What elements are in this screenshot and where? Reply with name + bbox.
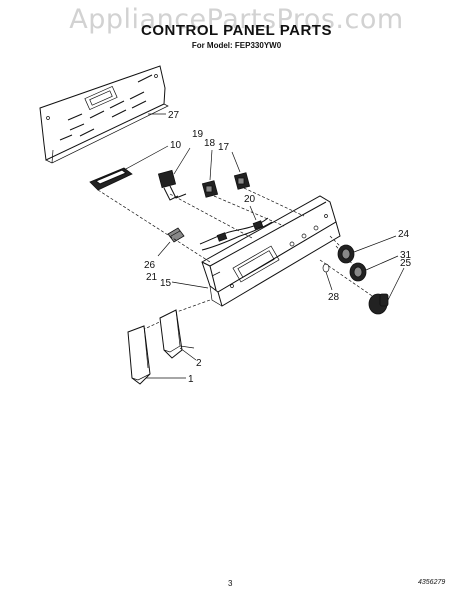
callout-27: 27 bbox=[168, 110, 180, 121]
part-20-wire-harness[interactable] bbox=[199, 205, 273, 251]
part-31-knob-bezel[interactable] bbox=[349, 255, 399, 282]
part-26-clip[interactable] bbox=[157, 227, 185, 257]
part-17-switch[interactable] bbox=[231, 151, 251, 190]
page-number: 3 bbox=[228, 579, 233, 588]
callout-2: 2 bbox=[196, 358, 202, 369]
part-19-relay[interactable] bbox=[157, 147, 191, 201]
callout-19: 19 bbox=[192, 129, 204, 140]
diagram-title: CONTROL PANEL PARTS bbox=[141, 22, 332, 39]
part-2-end-cap[interactable] bbox=[159, 309, 197, 361]
callout-17: 17 bbox=[218, 142, 230, 153]
callout-1: 1 bbox=[188, 374, 194, 385]
callout-15: 15 bbox=[160, 278, 172, 289]
callout-24: 24 bbox=[398, 229, 410, 240]
callout-18: 18 bbox=[204, 138, 216, 149]
callout-26: 26 bbox=[144, 260, 156, 271]
part-15-control-panel[interactable] bbox=[201, 195, 341, 307]
part-24-knob-bezel[interactable] bbox=[337, 235, 397, 264]
part-28-clip[interactable] bbox=[322, 263, 333, 291]
callout-21: 21 bbox=[146, 272, 158, 283]
document-number: 4356279 bbox=[418, 579, 446, 586]
callout-31: 31 bbox=[400, 250, 412, 261]
part-10-display-window[interactable] bbox=[89, 167, 133, 191]
callout-10: 10 bbox=[170, 140, 182, 151]
part-27-backplate[interactable] bbox=[39, 65, 169, 164]
part-25-control-knob[interactable] bbox=[368, 267, 405, 315]
callout-28: 28 bbox=[328, 292, 340, 303]
callout-20: 20 bbox=[244, 194, 256, 205]
part-18-switch[interactable] bbox=[201, 149, 219, 198]
part-1-end-cap[interactable] bbox=[127, 325, 186, 385]
watermark: AppliancePartsPros.com bbox=[69, 4, 404, 35]
callout-25: 25 bbox=[400, 258, 412, 269]
model-number: For Model: FEP330YW0 bbox=[191, 41, 282, 50]
